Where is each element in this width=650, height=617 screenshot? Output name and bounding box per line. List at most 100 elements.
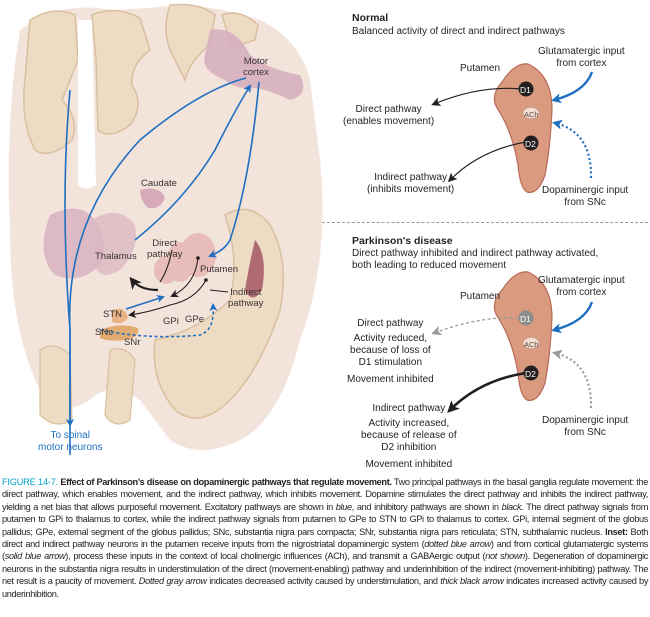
d2-receptor-normal [523,135,539,151]
normal-dopaminergic-label: Dopaminergic input from SNc [542,185,628,209]
caudate-region [140,188,165,209]
label-line: (enables movement) [343,116,435,127]
label-line: D1 stimulation [358,357,423,368]
caption-text: Two principal pathways in the basal gang… [2,477,648,512]
label-gpe: GPe [185,314,205,325]
subtitle-line: both leading to reduced movement [352,260,506,271]
d1-receptor-parkinsons [518,310,534,326]
normal-glutamatergic-label: Glutamatergic input from cortex [538,46,625,70]
caption-text: ) and from cortical glutamatergic system… [2,539,649,562]
normal-subtitle: Balanced activity of direct and indirect… [352,26,565,37]
normal-putamen-label: Putamen [460,63,501,74]
putamen-shape-parkinsons [493,271,553,401]
caption-em: dotted blue arrow [424,539,491,550]
parkinsons-glutamatergic-label: Glutamatergic input from cortex [538,275,625,299]
label-line: motor neurons [38,442,103,453]
glutamatergic-arrow-parkinsons [551,301,594,334]
cortex-gyri [23,3,259,155]
label-direct-pathway: Direct pathway [147,238,182,260]
figure-caption: FIGURE 14-7. Effect of Parkinson’s disea… [2,476,648,600]
caption-text: , and inhibitory pathways are shown in [351,501,499,512]
label-line: Glutamatergic input [538,46,625,57]
caption-text: ), process these inputs in the context o… [65,551,486,562]
label-line: Indirect pathway [374,172,448,183]
caption-em: blue [335,501,352,512]
label-line: pathway [147,249,183,260]
label-stn: STN [103,309,122,320]
normal-indirect-pathway-label: Indirect pathway (inhibits movement) [367,172,454,196]
label-line: Direct [152,238,178,249]
label-line: from cortex [556,287,607,298]
inset-label: Inset: [605,526,628,537]
label-line: Indirect [230,287,262,298]
label-line: Activity reduced, [353,333,428,344]
label-line: Dopaminergic input [542,415,629,426]
caption-em: not shown [485,551,525,562]
dopaminergic-arrow-normal [552,119,593,179]
dopaminergic-arrow-parkinsons [552,349,593,409]
label-line: Direct pathway [355,104,422,115]
d2-receptor-parkinsons [523,365,539,381]
parkinsons-d1-label: D1 [520,314,531,324]
caption-text: indicates decreased activity caused by u… [209,576,438,587]
label-spinal-motor-neurons: To spinal motor neurons [38,430,102,454]
caption-em: Dotted gray arrow [138,576,207,587]
parkinsons-putamen-label: Putamen [460,291,501,302]
label-motor-cortex: Motor cortex [243,56,269,78]
putamen-shape-normal [493,63,553,193]
normal-direct-pathway-label: Direct pathway (enables movement) [343,104,434,128]
brainstem [39,345,73,425]
caption-text: ). Degeneration of dopaminergic neurons … [2,551,649,587]
direct-pathway-title: Direct pathway [357,318,424,329]
inhibitory-pathways [128,249,229,319]
normal-d2-label: D2 [525,139,536,149]
label-line: Activity increased, [368,418,450,429]
caption-text: indicates increased activity caused by u… [2,576,649,599]
direct-pathway-arrow-parkinsons [431,317,519,336]
label-line: cortex [243,67,269,78]
parkinsons-d2-label: D2 [525,369,536,379]
parkinsons-indirect-pathway-label: Indirect pathway Activity increased, bec… [361,403,457,471]
inset-divider [322,222,648,223]
glutamatergic-arrow-normal [551,71,594,104]
label-line: because of release of [361,430,457,441]
label-line: from SNc [564,197,606,208]
figure-label: FIGURE 14-7. [2,477,58,487]
caption-em: solid blue arrow [4,551,66,562]
brain-coronal-illustration [8,3,323,455]
label-line: from cortex [556,58,607,69]
caption-em: black. [501,501,524,512]
label-line: Dopaminergic input [542,185,629,196]
label-line: pathway [228,298,264,309]
direct-pathway-arrow-normal [431,87,523,106]
label-snc: SNc [95,327,113,338]
indirect-pathway-arrow-normal [447,141,527,183]
longitudinal-fissure [78,20,96,189]
parkinsons-direct-pathway-label: Direct pathway Activity reduced, because… [347,318,434,386]
parkinsons-title: Parkinson's disease [352,235,453,247]
label-line: To spinal [50,430,90,441]
figure-title: Effect of Parkinson’s disease on dopamin… [60,477,392,487]
label-line: because of loss of [350,345,431,356]
inset-diagrams [431,63,594,413]
direct-pathway-result: Movement inhibited [347,374,434,385]
caption-text: The direct pathway signals from putamen … [2,501,648,537]
spinal-descending-arrow [64,89,74,427]
thalamus-output-arrow [129,276,159,292]
parkinsons-dopaminergic-label: Dopaminergic input from SNc [542,415,628,439]
normal-d1-label: D1 [520,85,531,95]
label-line: Motor [243,56,269,67]
caption-em: thick black arrow [440,576,504,587]
indirect-pathway-result: Movement inhibited [365,459,453,470]
label-putamen: Putamen [200,264,239,275]
ach-normal [522,107,540,119]
label-line: from SNc [564,427,606,438]
subtitle-line: Direct pathway inhibited and indirect pa… [352,248,599,259]
parkinsons-ach-label: ACh [524,340,539,349]
motor-cortex-region [204,29,304,101]
indirect-pathway-arrow-parkinsons [447,371,527,413]
label-line: Glutamatergic input [538,275,625,286]
label-snr: SNr [124,337,141,348]
d1-receptor-normal [518,81,534,97]
parkinsons-subtitle: Direct pathway inhibited and indirect pa… [352,248,598,272]
